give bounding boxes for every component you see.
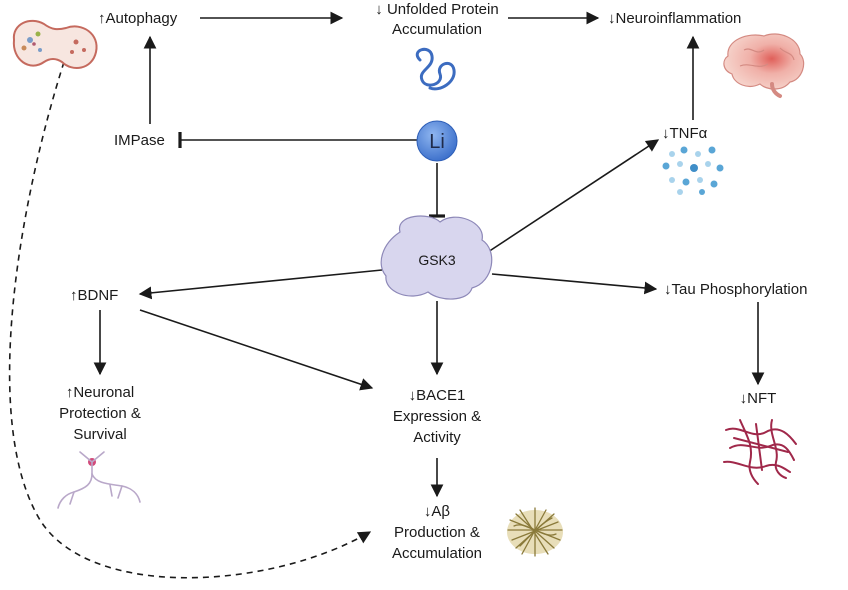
node-unfolded-protein-line1: ↓ Unfolded Protein: [375, 1, 498, 18]
amyloid-plaque-icon: [507, 507, 563, 557]
brain-icon: [723, 33, 805, 98]
edge-gsk3-to-bdnf: [138, 269, 383, 300]
node-bace1-line2: Expression &: [393, 408, 481, 425]
node-bace1-line1: ↓BACE1: [409, 387, 466, 404]
edge-autophagy-clears-abeta: [8, 61, 372, 579]
tangles-icon: [723, 419, 797, 485]
edge-gsk3-to-tnf: [487, 139, 660, 253]
node-tau-phosphorylation: ↓Tau Phosphorylation: [664, 281, 807, 298]
node-unfolded-protein-line2: Accumulation: [392, 21, 482, 38]
cytokine-dots-icon: [662, 146, 724, 195]
gsk3-shape: [380, 215, 493, 300]
gsk3-node: GSK3: [380, 215, 493, 300]
node-bace1-line3: Activity: [413, 429, 461, 446]
node-neuronal-line1: ↑Neuronal: [66, 384, 134, 401]
edge-bdnf-to-bace1: [139, 309, 374, 391]
node-neuronal-line3: Survival: [73, 426, 126, 443]
autophagosome-icon: [12, 19, 98, 69]
node-tnf-alpha: ↓TNFα: [662, 125, 708, 142]
edges: [8, 11, 765, 579]
node-impase: IMPase: [114, 132, 165, 149]
node-abeta-line1: ↓Aβ: [424, 503, 451, 520]
node-abeta-line2: Production &: [394, 524, 480, 541]
node-neuroinflammation: ↓Neuroinflammation: [608, 10, 741, 27]
node-bdnf: ↑BDNF: [70, 287, 118, 304]
node-autophagy: ↑Autophagy: [98, 10, 178, 27]
lithium-circle: [416, 120, 458, 162]
node-abeta-line3: Accumulation: [392, 545, 482, 562]
node-nft: ↓NFT: [740, 390, 777, 407]
neuron-icon: [57, 451, 141, 509]
node-neuronal-line2: Protection &: [59, 405, 141, 422]
gsk3-label: GSK3: [418, 252, 456, 268]
lithium-node: Li: [416, 120, 458, 162]
edge-gsk3-to-tau: [491, 273, 658, 295]
lithium-label: Li: [429, 131, 445, 153]
protein-squiggle-icon: [415, 47, 456, 91]
